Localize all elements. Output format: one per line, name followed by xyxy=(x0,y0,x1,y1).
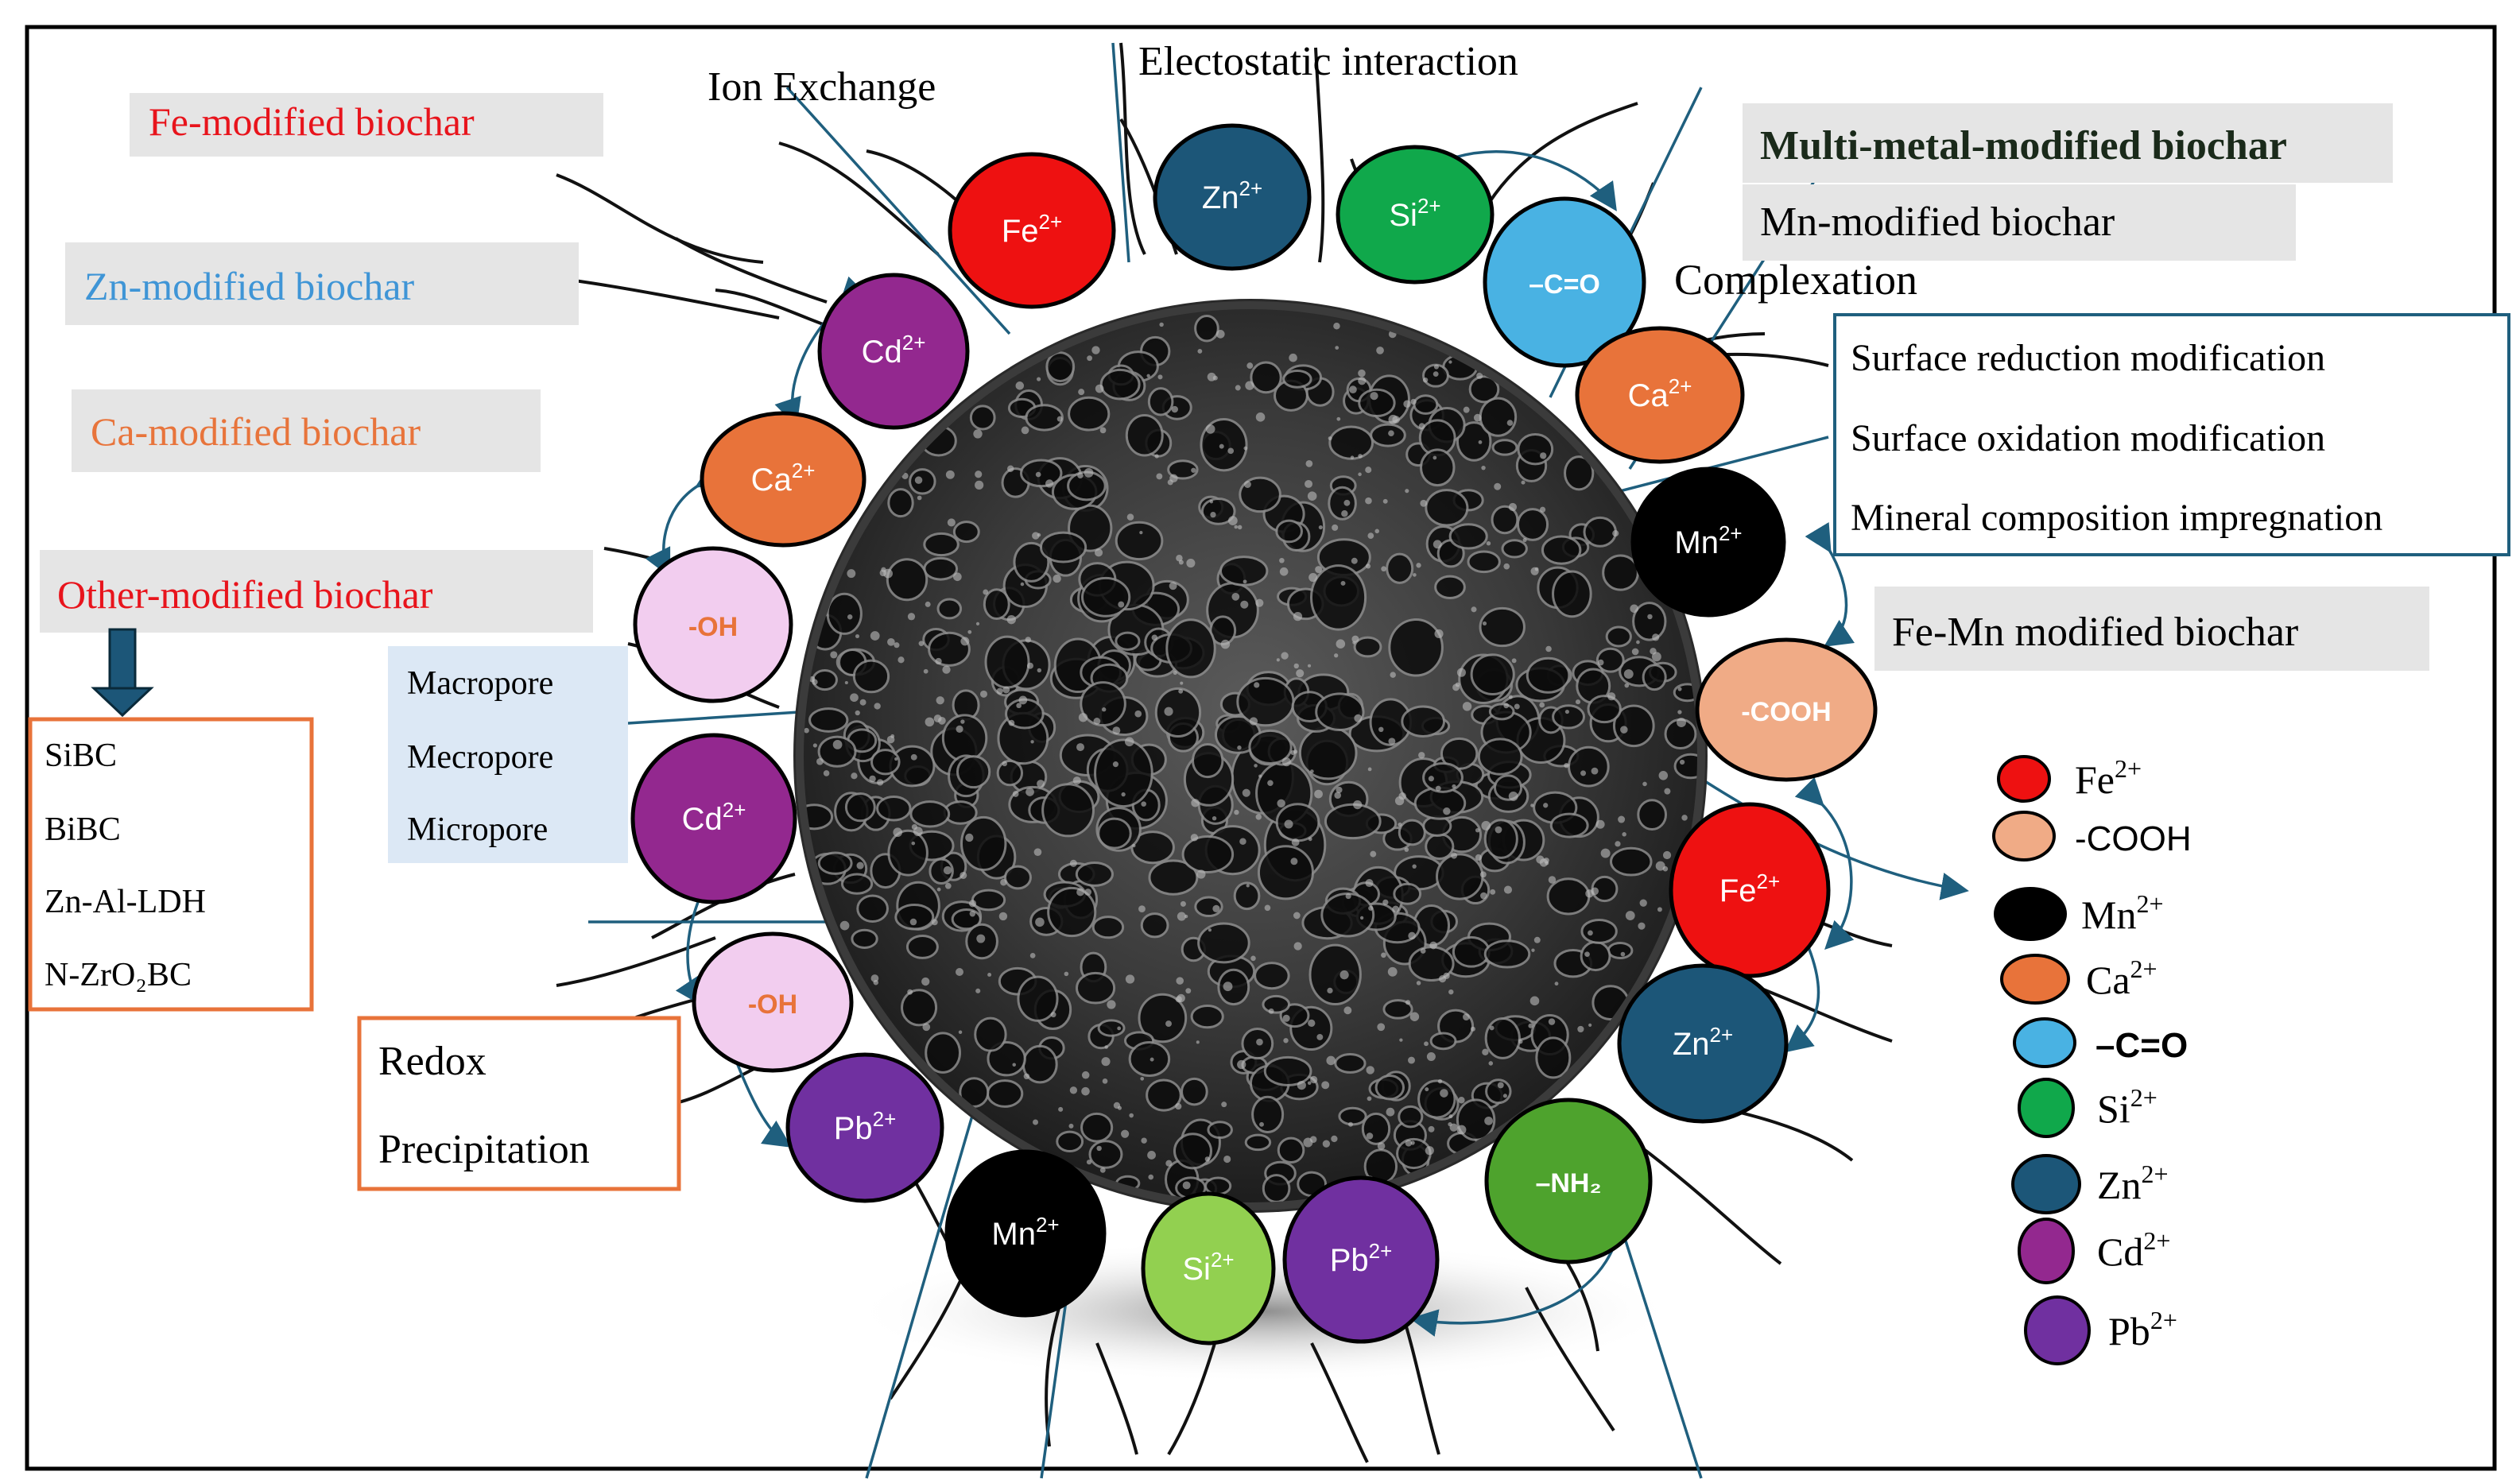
legend-label: -COOH xyxy=(2075,819,2192,858)
other-list-item: BiBC xyxy=(45,811,121,848)
surface-methods-box: Surface reduction modification Surface o… xyxy=(1833,313,2510,556)
ion-exchange-label: Ion Exchange xyxy=(708,64,936,110)
legend-item: -COOH xyxy=(1992,811,2192,862)
zn-modified-label: Zn-modified biochar xyxy=(84,264,414,308)
zn-circle-right: Zn2+ xyxy=(1617,963,1789,1124)
oh-circle-bottom-left: -OH xyxy=(692,931,854,1073)
legend-item: Pb2+ xyxy=(2024,1295,2177,1365)
right-modification-labels: Multi-metal-modified biochar Mn-modified… xyxy=(1743,103,2429,671)
pore-label: Micropore xyxy=(407,811,548,848)
si-circle-bottom: Si2+ xyxy=(1141,1191,1276,1346)
precipitation-label: Precipitation xyxy=(378,1127,590,1172)
fe-circle-top: Fe2+ xyxy=(948,152,1116,309)
legend-label: Zn2+ xyxy=(2097,1160,2169,1207)
circle-label: Cd2+ xyxy=(682,798,746,837)
ca-modified-label: Ca-modified biochar xyxy=(91,409,421,454)
fe-mn-modified-label: Fe-Mn modified biochar xyxy=(1892,610,2298,655)
other-list-item: SiBC xyxy=(45,738,117,774)
circle-label: Zn2+ xyxy=(1202,176,1262,215)
cd-circle-left: Cd2+ xyxy=(630,733,797,904)
left-modification-labels: Fe-modified biochar Zn-modified biochar … xyxy=(40,93,603,633)
circle-label: –NH₂ xyxy=(1535,1168,1601,1198)
other-modified-label: Other-modified biochar xyxy=(57,572,433,617)
legend-label: Pb2+ xyxy=(2108,1306,2177,1353)
circle-label: -OH xyxy=(748,989,797,1020)
si-circle-top: Si2+ xyxy=(1336,145,1495,285)
legend-item: Si2+ xyxy=(2018,1078,2158,1138)
pore-texture xyxy=(800,315,1701,1203)
other-list-item: Zn-Al-LDH xyxy=(45,884,206,920)
oh-circle-left: -OH xyxy=(633,546,793,703)
pb-circle-bottom-right: Pb2+ xyxy=(1282,1175,1440,1344)
surface-method-item: Surface reduction modification xyxy=(1851,337,2325,379)
legend-item: Cd2+ xyxy=(2018,1218,2170,1284)
fe-circle-right: Fe2+ xyxy=(1669,802,1831,978)
other-list-item: N-ZrO₂BC xyxy=(45,957,192,993)
redox-label: Redox xyxy=(378,1039,487,1084)
fe-modified-label: Fe-modified biochar xyxy=(149,99,475,144)
ion-circles: Fe2+Zn2+Si2+–C=OCa2+Mn2+-COOHFe2+Zn2+–NH… xyxy=(630,123,1878,1346)
ca-circle-right: Ca2+ xyxy=(1575,326,1745,464)
mn-circle-right: Mn2+ xyxy=(1630,467,1786,618)
circle-label: -OH xyxy=(688,612,738,642)
carbonyl-circle-top: –C=O xyxy=(1483,196,1646,368)
surface-method-item: Mineral composition impregnation xyxy=(1851,497,2382,539)
legend-item: Mn2+ xyxy=(1994,887,2164,941)
circle-label: -COOH xyxy=(1741,697,1831,727)
legend-item: Fe2+ xyxy=(1997,754,2142,803)
down-arrow xyxy=(91,628,154,718)
legend: Fe2+ -COOH Mn2+ Ca2+ –C=O Si2+ Zn2+ Cd2+ Pb2+ xyxy=(1992,754,2192,1365)
outer-frame xyxy=(25,25,2497,1471)
nh2-circle-bottom: –NH₂ xyxy=(1484,1098,1653,1264)
circle-label: Mn2+ xyxy=(991,1213,1059,1252)
legend-label: Fe2+ xyxy=(2075,754,2142,802)
zn-circle-top: Zn2+ xyxy=(1153,123,1312,271)
ca-circle-left: Ca2+ xyxy=(700,411,866,548)
circle-label: –C=O xyxy=(1529,269,1600,300)
mn-circle-bottom: Mn2+ xyxy=(944,1149,1107,1318)
pore-box: Macropore Mecropore Micropore xyxy=(388,646,628,863)
legend-label: Mn2+ xyxy=(2081,889,2164,937)
complexation-label: Complexation xyxy=(1674,256,1917,304)
redox-precipitation-box: Redox Precipitation xyxy=(357,1016,681,1191)
legend-label: Cd2+ xyxy=(2097,1226,2170,1274)
pb-circle-bottom-left: Pb2+ xyxy=(785,1052,944,1203)
circle-label: Ca2+ xyxy=(751,459,816,498)
cd-circle-top-left: Cd2+ xyxy=(817,273,970,430)
multi-metal-label: Multi-metal-modified biochar xyxy=(1760,123,2287,168)
legend-item: –C=O xyxy=(2013,1017,2188,1068)
legend-label: Ca2+ xyxy=(2086,954,2158,1002)
other-biochar-box: SiBC BiBC Zn-Al-LDH N-ZrO₂BC xyxy=(28,717,314,1012)
mn-modified-label: Mn-modified biochar xyxy=(1760,199,2115,245)
surface-method-item: Surface oxidation modification xyxy=(1851,417,2325,459)
pore-label: Macropore xyxy=(407,665,553,702)
cooh-circle-right: -COOH xyxy=(1695,637,1878,782)
legend-label: Si2+ xyxy=(2097,1083,2158,1131)
legend-label: –C=O xyxy=(2095,1026,2188,1065)
biochar-sphere xyxy=(793,299,1708,1213)
legend-item: Ca2+ xyxy=(2000,954,2158,1005)
electrostatic-label: Electostatic interaction xyxy=(1138,39,1518,84)
pore-label: Mecropore xyxy=(407,739,553,776)
legend-item: Zn2+ xyxy=(2011,1154,2169,1214)
